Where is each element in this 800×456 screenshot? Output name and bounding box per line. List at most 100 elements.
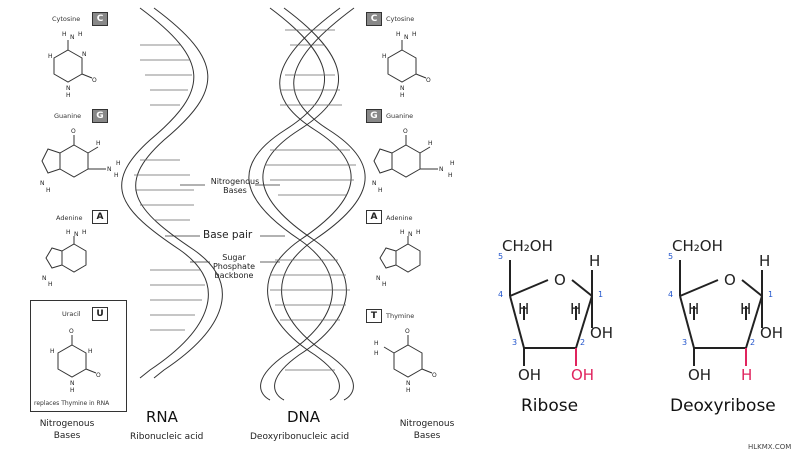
svg-text:O: O	[403, 128, 408, 135]
ribose-oh-2-highlight: OH	[571, 366, 595, 384]
left-cytosine-letter: C	[92, 12, 108, 26]
deoxyribose-c3-number: 3	[682, 338, 688, 347]
svg-text:O: O	[432, 372, 437, 379]
svg-text:N: N	[376, 275, 381, 282]
left-guanine-structure: OHN HHN H	[40, 128, 121, 194]
rna-title: RNA	[146, 408, 178, 426]
right-guanine-letter: G	[366, 109, 382, 123]
svg-text:H: H	[382, 53, 387, 60]
left-uracil-structure: OOH NHH	[50, 328, 101, 394]
svg-text:O: O	[71, 128, 76, 135]
right-thymine-letter: T	[366, 309, 382, 323]
deoxyribose-c2-number: 2	[750, 338, 756, 347]
svg-text:H: H	[448, 172, 453, 179]
svg-text:N: N	[74, 231, 79, 238]
ribose-ring-oxygen: O	[554, 271, 566, 289]
svg-text:H: H	[88, 348, 93, 355]
ribose-title: Ribose	[521, 396, 579, 416]
svg-text:N: N	[408, 231, 413, 238]
ribose-h2: H	[570, 300, 582, 318]
svg-text:H: H	[416, 229, 421, 236]
right-caption: Nitrogenous Bases	[399, 419, 455, 441]
uracil-panel	[30, 300, 127, 412]
ribose-h3: H	[518, 300, 530, 318]
svg-text:H: H	[78, 31, 83, 38]
right-cytosine-letter: C	[366, 12, 382, 26]
svg-text:H: H	[70, 387, 75, 394]
dna-helix	[248, 7, 366, 401]
ribose-ch2oh: CH₂OH	[502, 237, 553, 255]
deoxyribose-h3: H	[688, 300, 700, 318]
deoxyribose-c5-number: 5	[668, 252, 674, 261]
right-thymine-label: Thymine	[386, 312, 415, 320]
svg-text:O: O	[92, 77, 97, 84]
deoxyribose-c1-number: 1	[768, 290, 774, 299]
svg-text:N: N	[439, 166, 444, 173]
right-thymine-structure: OOH HNH	[374, 328, 437, 394]
ribose-oh-3: OH	[518, 366, 542, 384]
deoxyribose-ring-oxygen: O	[724, 271, 736, 289]
watermark: HLKMX.COM	[748, 443, 792, 451]
svg-text:H: H	[374, 350, 379, 357]
svg-text:O: O	[96, 372, 101, 379]
deoxyribose-oh-3: OH	[688, 366, 712, 384]
svg-text:N: N	[372, 180, 377, 187]
ribose-ring	[509, 260, 593, 366]
svg-text:N: N	[406, 380, 411, 387]
svg-text:N: N	[404, 34, 409, 41]
svg-text:N: N	[400, 85, 405, 92]
svg-text:H: H	[82, 229, 87, 236]
svg-text:O: O	[426, 77, 431, 84]
svg-text:H: H	[412, 31, 417, 38]
svg-text:H: H	[428, 140, 433, 147]
svg-text:H: H	[62, 31, 67, 38]
svg-text:N: N	[70, 34, 75, 41]
svg-text:O: O	[69, 328, 74, 335]
svg-text:N: N	[66, 85, 71, 92]
deoxyribose-c4-number: 4	[668, 290, 674, 299]
svg-text:H: H	[400, 229, 405, 236]
deoxyribose-h1: H	[759, 252, 771, 270]
svg-text:H: H	[116, 160, 121, 167]
deoxyribose-ch2oh: CH₂OH	[672, 237, 723, 255]
svg-text:H: H	[50, 348, 55, 355]
ribose-oh-right: OH	[590, 324, 614, 342]
svg-text:H: H	[46, 187, 51, 194]
deoxyribose-title: Deoxyribose	[670, 396, 776, 416]
svg-text:H: H	[48, 281, 53, 288]
ribose-c2-number: 2	[580, 338, 586, 347]
left-uracil-label: Uracil	[62, 310, 81, 318]
svg-text:H: H	[48, 53, 53, 60]
ribose-c4-number: 4	[498, 290, 504, 299]
deoxyribose-oh-right: OH	[760, 324, 784, 342]
svg-text:H: H	[406, 387, 411, 394]
svg-text:H: H	[114, 172, 119, 179]
right-guanine-label: Guanine	[386, 112, 414, 120]
nitrogenous-bases-callout: Nitrogenous Bases	[210, 177, 260, 195]
backbone-callout: Sugar Phosphate backbone	[212, 253, 256, 280]
svg-text:H: H	[400, 92, 405, 98]
svg-text:H: H	[66, 92, 71, 98]
rna-helix	[121, 7, 223, 379]
svg-text:N: N	[82, 51, 87, 58]
left-cytosine-label: Cytosine	[52, 15, 81, 23]
svg-text:H: H	[450, 160, 455, 167]
svg-text:N: N	[70, 380, 75, 387]
svg-text:H: H	[96, 140, 101, 147]
right-cytosine-label: Cytosine	[386, 15, 415, 23]
helix-drawing	[121, 7, 366, 401]
svg-text:N: N	[42, 275, 47, 282]
svg-text:H: H	[374, 340, 379, 347]
ribose-h1: H	[589, 252, 601, 270]
left-guanine-letter: G	[92, 109, 108, 123]
ribose-c1-number: 1	[598, 290, 604, 299]
svg-text:H: H	[382, 281, 387, 288]
left-caption: Nitrogenous Bases	[39, 419, 95, 441]
right-adenine-letter: A	[366, 210, 382, 224]
left-guanine-label: Guanine	[54, 112, 82, 120]
deoxyribose-h2: H	[740, 300, 752, 318]
left-uracil-letter: U	[92, 307, 108, 321]
svg-text:N: N	[40, 180, 45, 187]
